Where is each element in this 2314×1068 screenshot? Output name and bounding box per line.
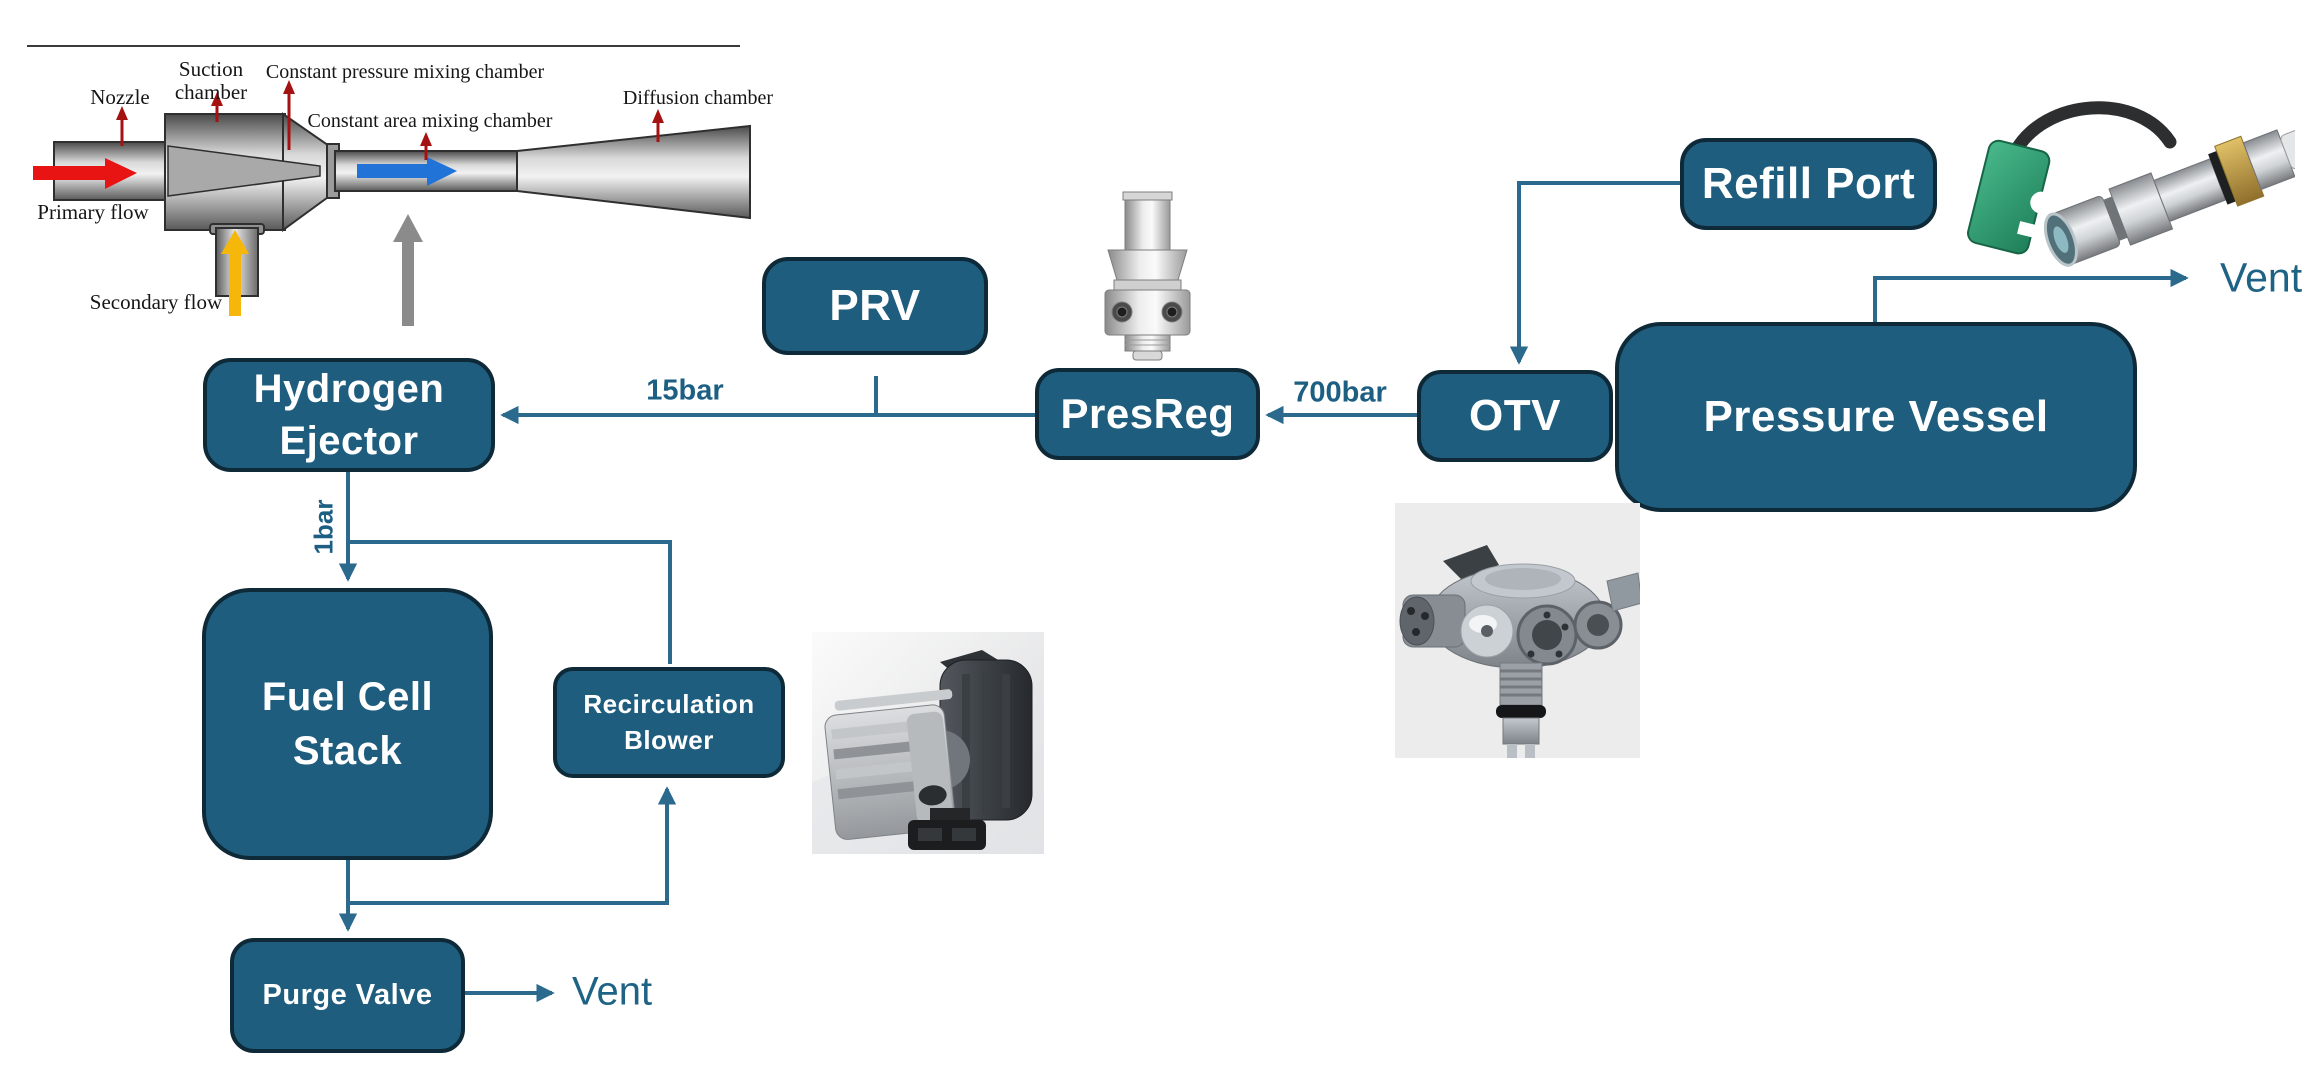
tank-valve-photo (1395, 503, 1640, 758)
node-otv-label: OTV (1469, 391, 1561, 440)
node-fuel-cell-stack: Fuel Cell Stack (202, 588, 493, 860)
node-purge-valve-label: Purge Valve (262, 979, 433, 1011)
ejector-body-shapes (53, 112, 751, 297)
edge-refill-to-otv (1509, 181, 1680, 365)
label-suction-1: Suction (179, 57, 244, 81)
pressure-regulator-photo (1104, 191, 1191, 361)
mixed-flow-arrow (357, 157, 457, 186)
node-prv: PRV (762, 257, 988, 355)
label-nozzle: Nozzle (90, 85, 149, 109)
node-otv: OTV (1417, 370, 1613, 462)
node-fuel-cell-stack-line1: Fuel Cell (261, 675, 434, 719)
ejector-pointer-arrow (393, 214, 423, 326)
ejector-cutaway-figure: Nozzle Suction chamber Constant pressure… (27, 45, 773, 326)
connector-strap (2008, 101, 2177, 159)
primary-flow-arrow (33, 158, 137, 189)
node-pressure-vessel: Pressure Vessel (1615, 322, 2137, 512)
connector-green-cap (1967, 139, 2053, 255)
node-purge-valve: Purge Valve (230, 938, 465, 1053)
label-constant-pressure: Constant pressure mixing chamber (266, 61, 545, 83)
label-secondary-flow: Secondary flow (90, 290, 223, 314)
node-hydrogen-ejector-line1: Hydrogen (253, 367, 445, 411)
label-constant-area: Constant area mixing chamber (308, 110, 553, 132)
label-700bar: 700bar (1293, 376, 1387, 409)
connector-barrel (2043, 128, 2295, 267)
edge-vessel-to-vent (1873, 268, 2189, 322)
node-prv-label: PRV (829, 281, 921, 330)
node-recirculation-blower-line2: Blower (624, 724, 714, 755)
node-recirculation-blower: Recirculation Blower (553, 667, 785, 778)
label-vent-purge: Vent (572, 969, 653, 1014)
node-presreg: PresReg (1035, 368, 1260, 460)
secondary-flow-arrow (221, 230, 249, 316)
edge-stack-to-blower (348, 786, 677, 905)
figure-label-arrows (116, 80, 664, 160)
node-hydrogen-ejector-line2: Ejector (279, 419, 419, 463)
node-presreg-label: PresReg (1060, 390, 1235, 437)
edge-blower-to-ejector-line (348, 540, 672, 664)
label-suction-2: chamber (175, 80, 247, 104)
label-15bar: 15bar (646, 374, 724, 407)
label-primary-flow: Primary flow (37, 200, 149, 224)
refill-connector-photo (1967, 101, 2295, 267)
label-diffusion: Diffusion chamber (623, 87, 773, 109)
label-1bar: 1bar (308, 499, 339, 555)
node-refill-port: Refill Port (1680, 138, 1937, 230)
recirculation-blower-photo (812, 632, 1044, 854)
label-vent-top: Vent (2220, 254, 2303, 301)
node-refill-port-label: Refill Port (1701, 159, 1916, 208)
node-fuel-cell-stack-line2: Stack (292, 729, 403, 773)
node-hydrogen-ejector: Hydrogen Ejector (203, 358, 495, 472)
node-pressure-vessel-label: Pressure Vessel (1703, 392, 2049, 441)
node-recirculation-blower-line1: Recirculation (583, 689, 755, 720)
